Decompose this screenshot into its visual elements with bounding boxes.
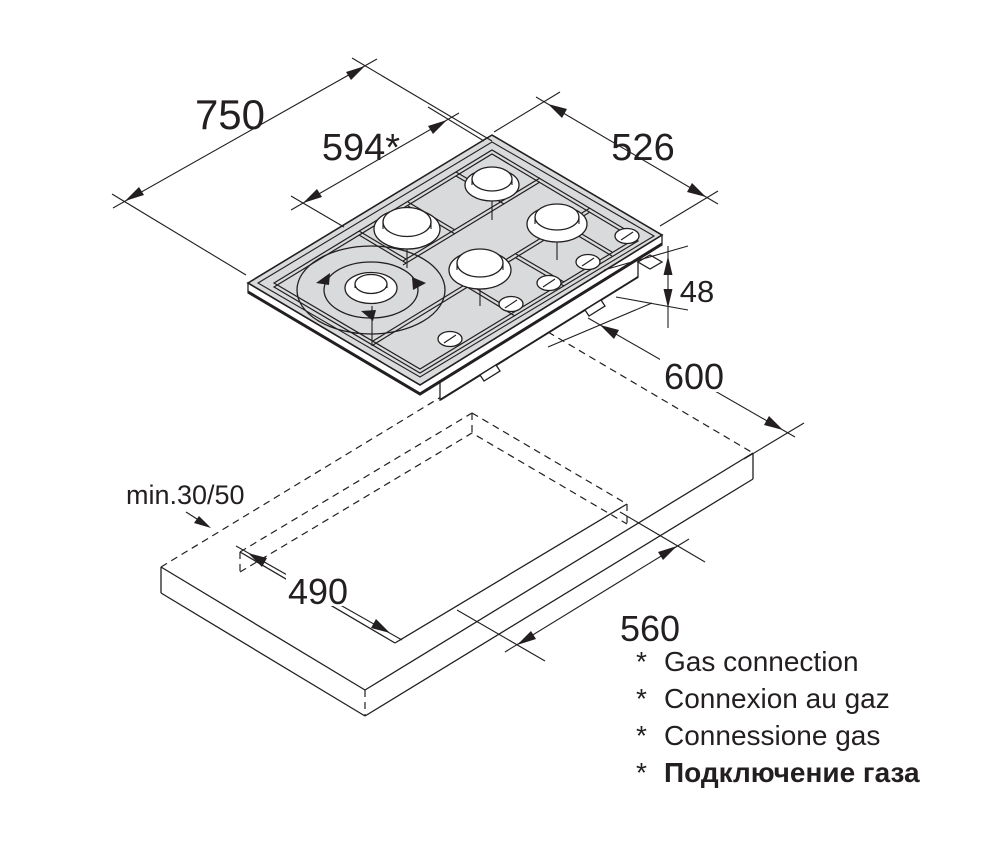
asterisk-marker: *	[636, 683, 647, 714]
cutout-back-left-edge	[239, 412, 473, 553]
dimension-min-clearance-label: min.30/50	[126, 480, 245, 510]
worktop-right-face	[365, 453, 753, 716]
burner-back	[464, 166, 520, 220]
dimension-560: 560	[456, 511, 706, 662]
footnote-text: Gas connection	[664, 646, 859, 677]
hob-isometric-drawing	[246, 134, 664, 402]
worktop-back-right-edge	[547, 331, 754, 454]
dimension-min-clearance: min.30/50	[126, 480, 245, 528]
asterisk-marker: *	[636, 757, 647, 788]
dimension-48-label: 48	[680, 274, 714, 309]
wok-burner	[296, 245, 446, 346]
footnote-text: Подключение газа	[664, 757, 920, 788]
worktop-left-face	[161, 567, 365, 716]
worktop-bottom-left-edge	[160, 592, 366, 717]
footnote-en: * Gas connection	[636, 646, 920, 683]
worktop-cutout	[239, 412, 628, 644]
cutout-inner-wall-bottom-edge	[239, 432, 628, 573]
footnote-it: * Connessione gas	[636, 720, 920, 757]
label-backdrop	[660, 358, 728, 392]
dimension-750: 750	[111, 57, 493, 276]
dimension-526-label: 526	[611, 127, 674, 169]
asterisk-marker: *	[636, 720, 647, 751]
dimension-48: 48	[603, 245, 714, 328]
hob-mounting-tab	[479, 364, 501, 382]
burner-front	[448, 248, 512, 306]
worktop-bottom-right-edge	[364, 478, 754, 717]
hob-plate-bottom-edge	[247, 242, 663, 396]
footnote-ru: * Подключение газа	[636, 757, 920, 794]
dimension-560-label: 560	[620, 608, 680, 649]
hob-rim-line	[256, 141, 656, 378]
dimension-490: 490	[235, 545, 403, 641]
dimension-594-label: 594*	[322, 127, 400, 169]
label-backdrop	[286, 572, 350, 606]
cutout-front-right-edge	[394, 503, 628, 644]
dimension-490-label: 490	[288, 571, 348, 612]
dimension-526: 526	[493, 91, 719, 227]
worktop-front-right-edge	[364, 452, 754, 691]
dimension-594: 594*	[290, 106, 485, 228]
footnote-fr: * Connexion au gaz	[636, 683, 920, 720]
burner-right	[526, 203, 588, 260]
footnote-text: Connexion au gaz	[664, 683, 890, 714]
footnotes: * Gas connection * Connexion au gaz * Co…	[636, 646, 920, 794]
dimension-750-label: 750	[195, 91, 265, 138]
cutout-back-right-edge	[471, 412, 628, 505]
burner-left	[373, 206, 441, 268]
hob-mounting-tab	[584, 299, 606, 317]
asterisk-marker: *	[636, 646, 647, 677]
control-knobs	[437, 227, 640, 348]
worktop-front-left-edge	[160, 566, 366, 691]
dimension-600: 600	[547, 302, 805, 460]
hob-burner-box-bottom-edge	[439, 276, 639, 401]
footnote-text: Connessione gas	[664, 720, 881, 751]
dimension-600-label: 600	[664, 356, 724, 397]
